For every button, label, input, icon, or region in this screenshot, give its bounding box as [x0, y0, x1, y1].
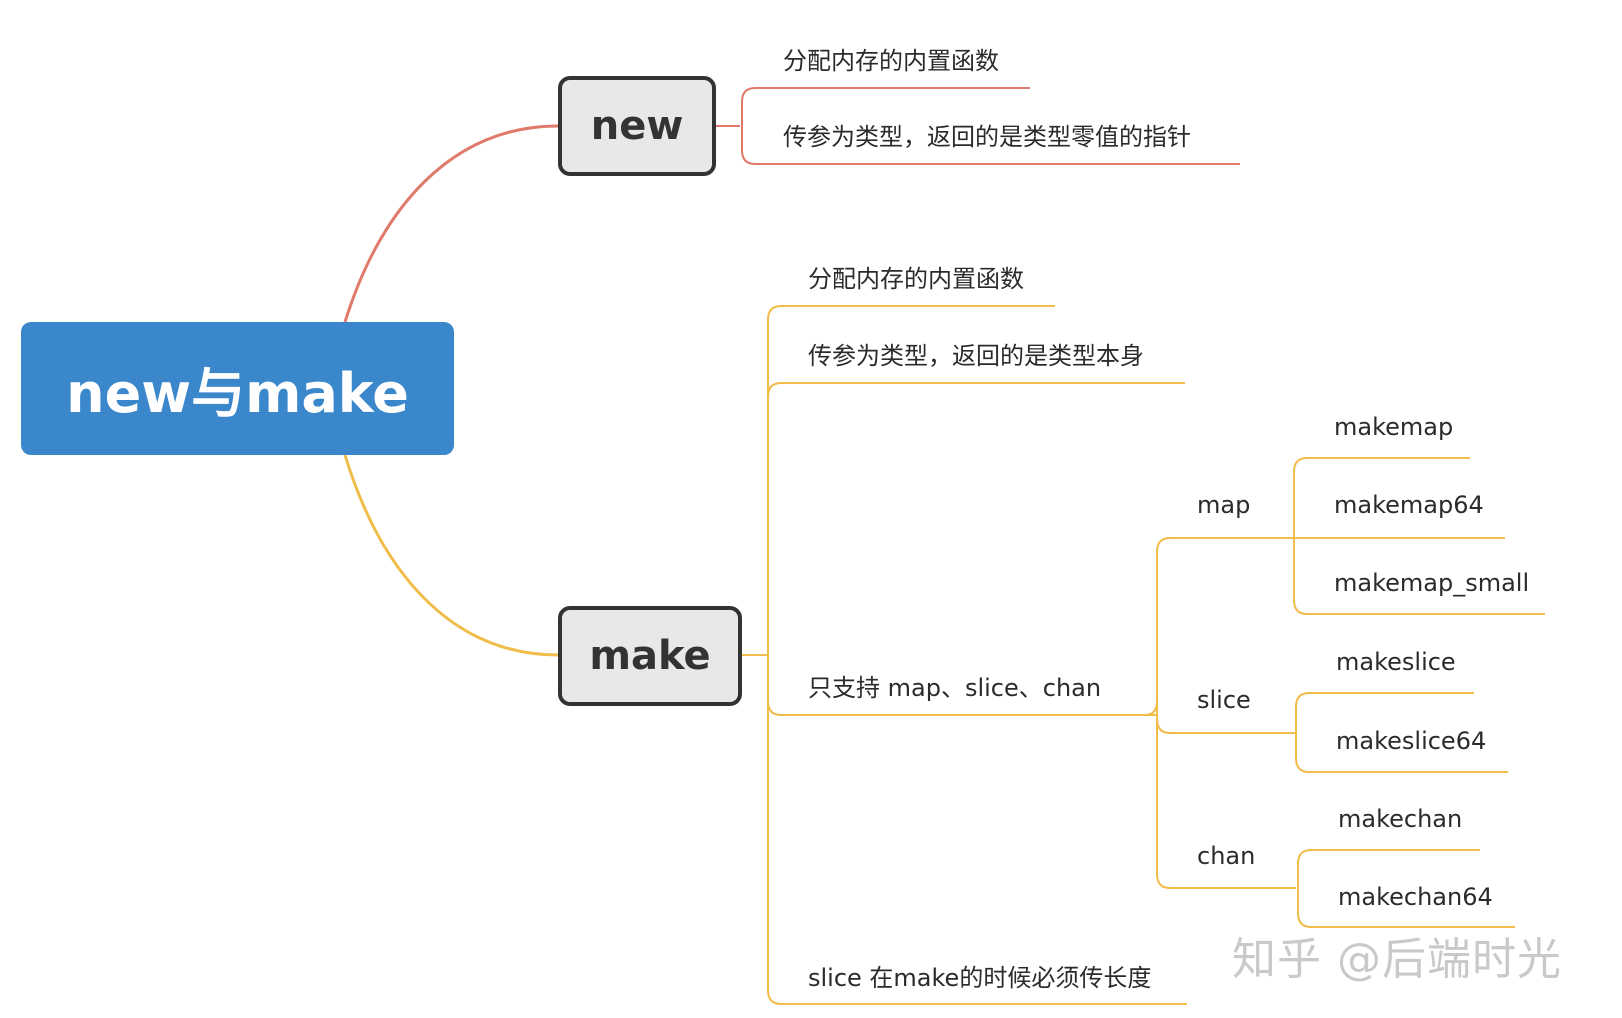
map-item-makemap[interactable]: makemap: [1334, 413, 1454, 441]
map-topic[interactable]: map: [1197, 491, 1251, 519]
slice-item-makeslice64[interactable]: makeslice64: [1336, 727, 1487, 755]
chan-item-makechan[interactable]: makechan: [1338, 805, 1463, 833]
make-child-3[interactable]: 只支持 map、slice、chan: [808, 674, 1102, 702]
make-child-2[interactable]: 传参为类型，返回的是类型本身: [808, 342, 1144, 370]
watermark: 知乎 @后端时光: [1232, 934, 1562, 985]
slice-item-makeslice[interactable]: makeslice: [1336, 648, 1456, 676]
chan-item-makechan64[interactable]: makechan64: [1338, 883, 1493, 911]
map-item-makemap64[interactable]: makemap64: [1334, 491, 1484, 519]
root-topic-label: new与make: [66, 362, 409, 425]
make-topic-label: make: [589, 633, 711, 679]
make-child-1[interactable]: 分配内存的内置函数: [808, 265, 1024, 293]
root-topic[interactable]: new与make: [21, 322, 454, 455]
make-child-4[interactable]: slice 在make的时候必须传长度: [808, 964, 1152, 992]
new-child-2[interactable]: 传参为类型，返回的是类型零值的指针: [783, 123, 1191, 151]
map-item-makemap-small[interactable]: makemap_small: [1334, 569, 1530, 597]
new-child-1[interactable]: 分配内存的内置函数: [783, 47, 999, 75]
new-topic[interactable]: new: [558, 76, 716, 176]
new-topic-label: new: [590, 103, 684, 149]
chan-topic[interactable]: chan: [1197, 842, 1256, 870]
slice-topic[interactable]: slice: [1197, 686, 1251, 714]
make-topic[interactable]: make: [558, 606, 742, 706]
